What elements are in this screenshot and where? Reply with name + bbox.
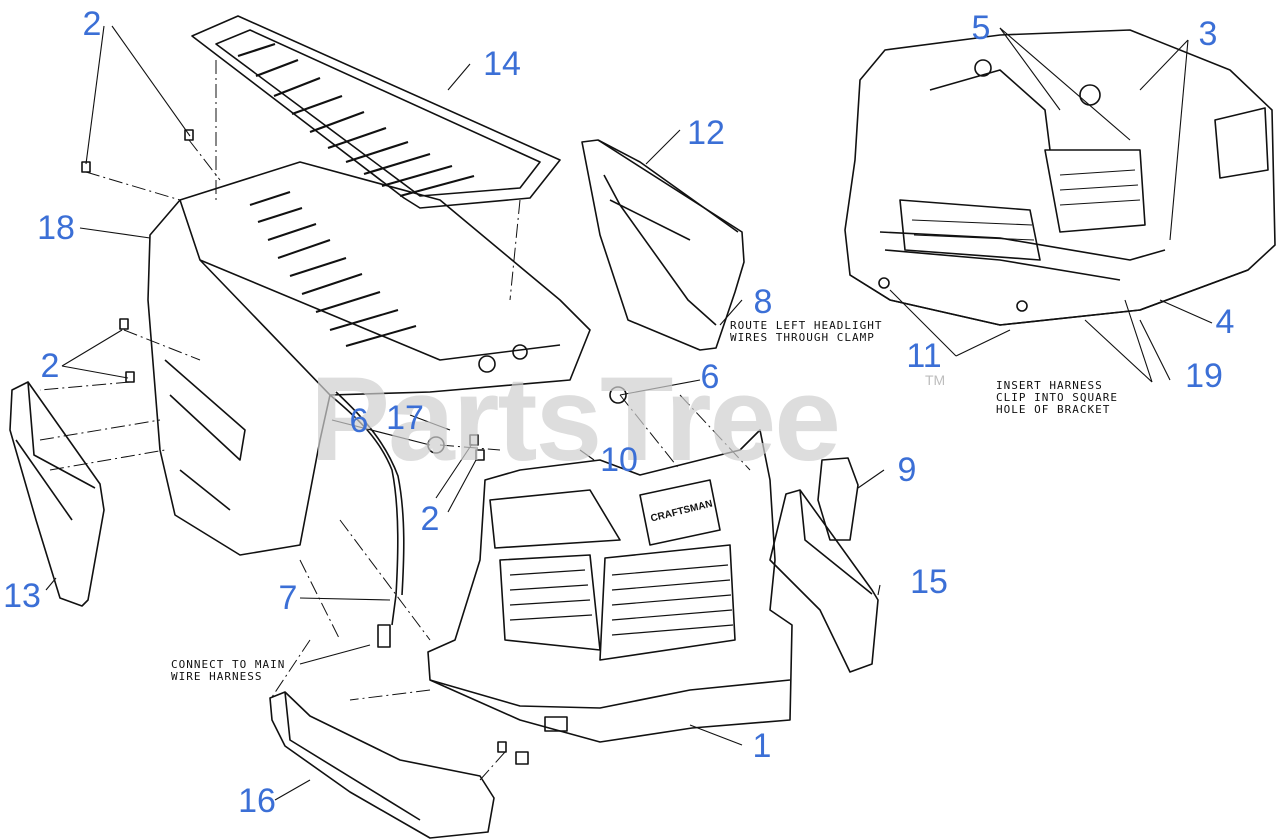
note-route-headlight-wires: ROUTE LEFT HEADLIGHT WIRES THROUGH CLAMP bbox=[730, 319, 883, 344]
headlight-wire-harness bbox=[329, 391, 405, 648]
callout-6-right[interactable]: 6 bbox=[700, 358, 720, 396]
callout-13[interactable]: 13 bbox=[3, 577, 41, 615]
leader-lines bbox=[45, 25, 1213, 801]
trademark-symbol: TM bbox=[925, 372, 946, 388]
partstree-watermark: PartsTree bbox=[310, 352, 841, 486]
callout-8[interactable]: 8 bbox=[753, 283, 773, 321]
callout-4[interactable]: 4 bbox=[1215, 303, 1235, 341]
hood bbox=[147, 161, 591, 556]
callout-6-left[interactable]: 6 bbox=[349, 402, 369, 440]
callout-5[interactable]: 5 bbox=[971, 9, 991, 47]
right-side-panel bbox=[769, 489, 879, 673]
callout-17[interactable]: 17 bbox=[386, 399, 424, 437]
callout-12[interactable]: 12 bbox=[687, 114, 725, 152]
callout-1[interactable]: 1 bbox=[752, 727, 772, 765]
callout-18[interactable]: 18 bbox=[37, 209, 75, 247]
callout-2-left[interactable]: 2 bbox=[40, 347, 60, 385]
front-bumper-bar bbox=[269, 691, 495, 839]
side-bracket bbox=[581, 139, 745, 351]
callout-2-top[interactable]: 2 bbox=[82, 5, 102, 43]
callout-19[interactable]: 19 bbox=[1185, 357, 1223, 395]
callout-2-center[interactable]: 2 bbox=[420, 500, 440, 538]
callout-11[interactable]: 11 bbox=[906, 337, 942, 375]
callout-16[interactable]: 16 bbox=[238, 782, 276, 820]
callout-9[interactable]: 9 bbox=[897, 451, 917, 489]
note-insert-harness-clip: INSERT HARNESS CLIP INTO SQUARE HOLE OF … bbox=[996, 379, 1118, 416]
callout-15[interactable]: 15 bbox=[910, 563, 948, 601]
front-grille-assembly bbox=[427, 429, 793, 743]
left-side-panel bbox=[9, 381, 105, 607]
callout-7[interactable]: 7 bbox=[278, 579, 298, 617]
callout-3[interactable]: 3 bbox=[1198, 15, 1218, 53]
callout-10[interactable]: 10 bbox=[600, 441, 638, 479]
note-connect-main-harness: CONNECT TO MAIN WIRE HARNESS bbox=[171, 658, 286, 683]
inset-detail-view bbox=[844, 29, 1276, 326]
callout-14[interactable]: 14 bbox=[483, 45, 521, 83]
headlight-clip-bracket bbox=[817, 457, 859, 541]
assembly-guide-lines bbox=[39, 60, 751, 781]
